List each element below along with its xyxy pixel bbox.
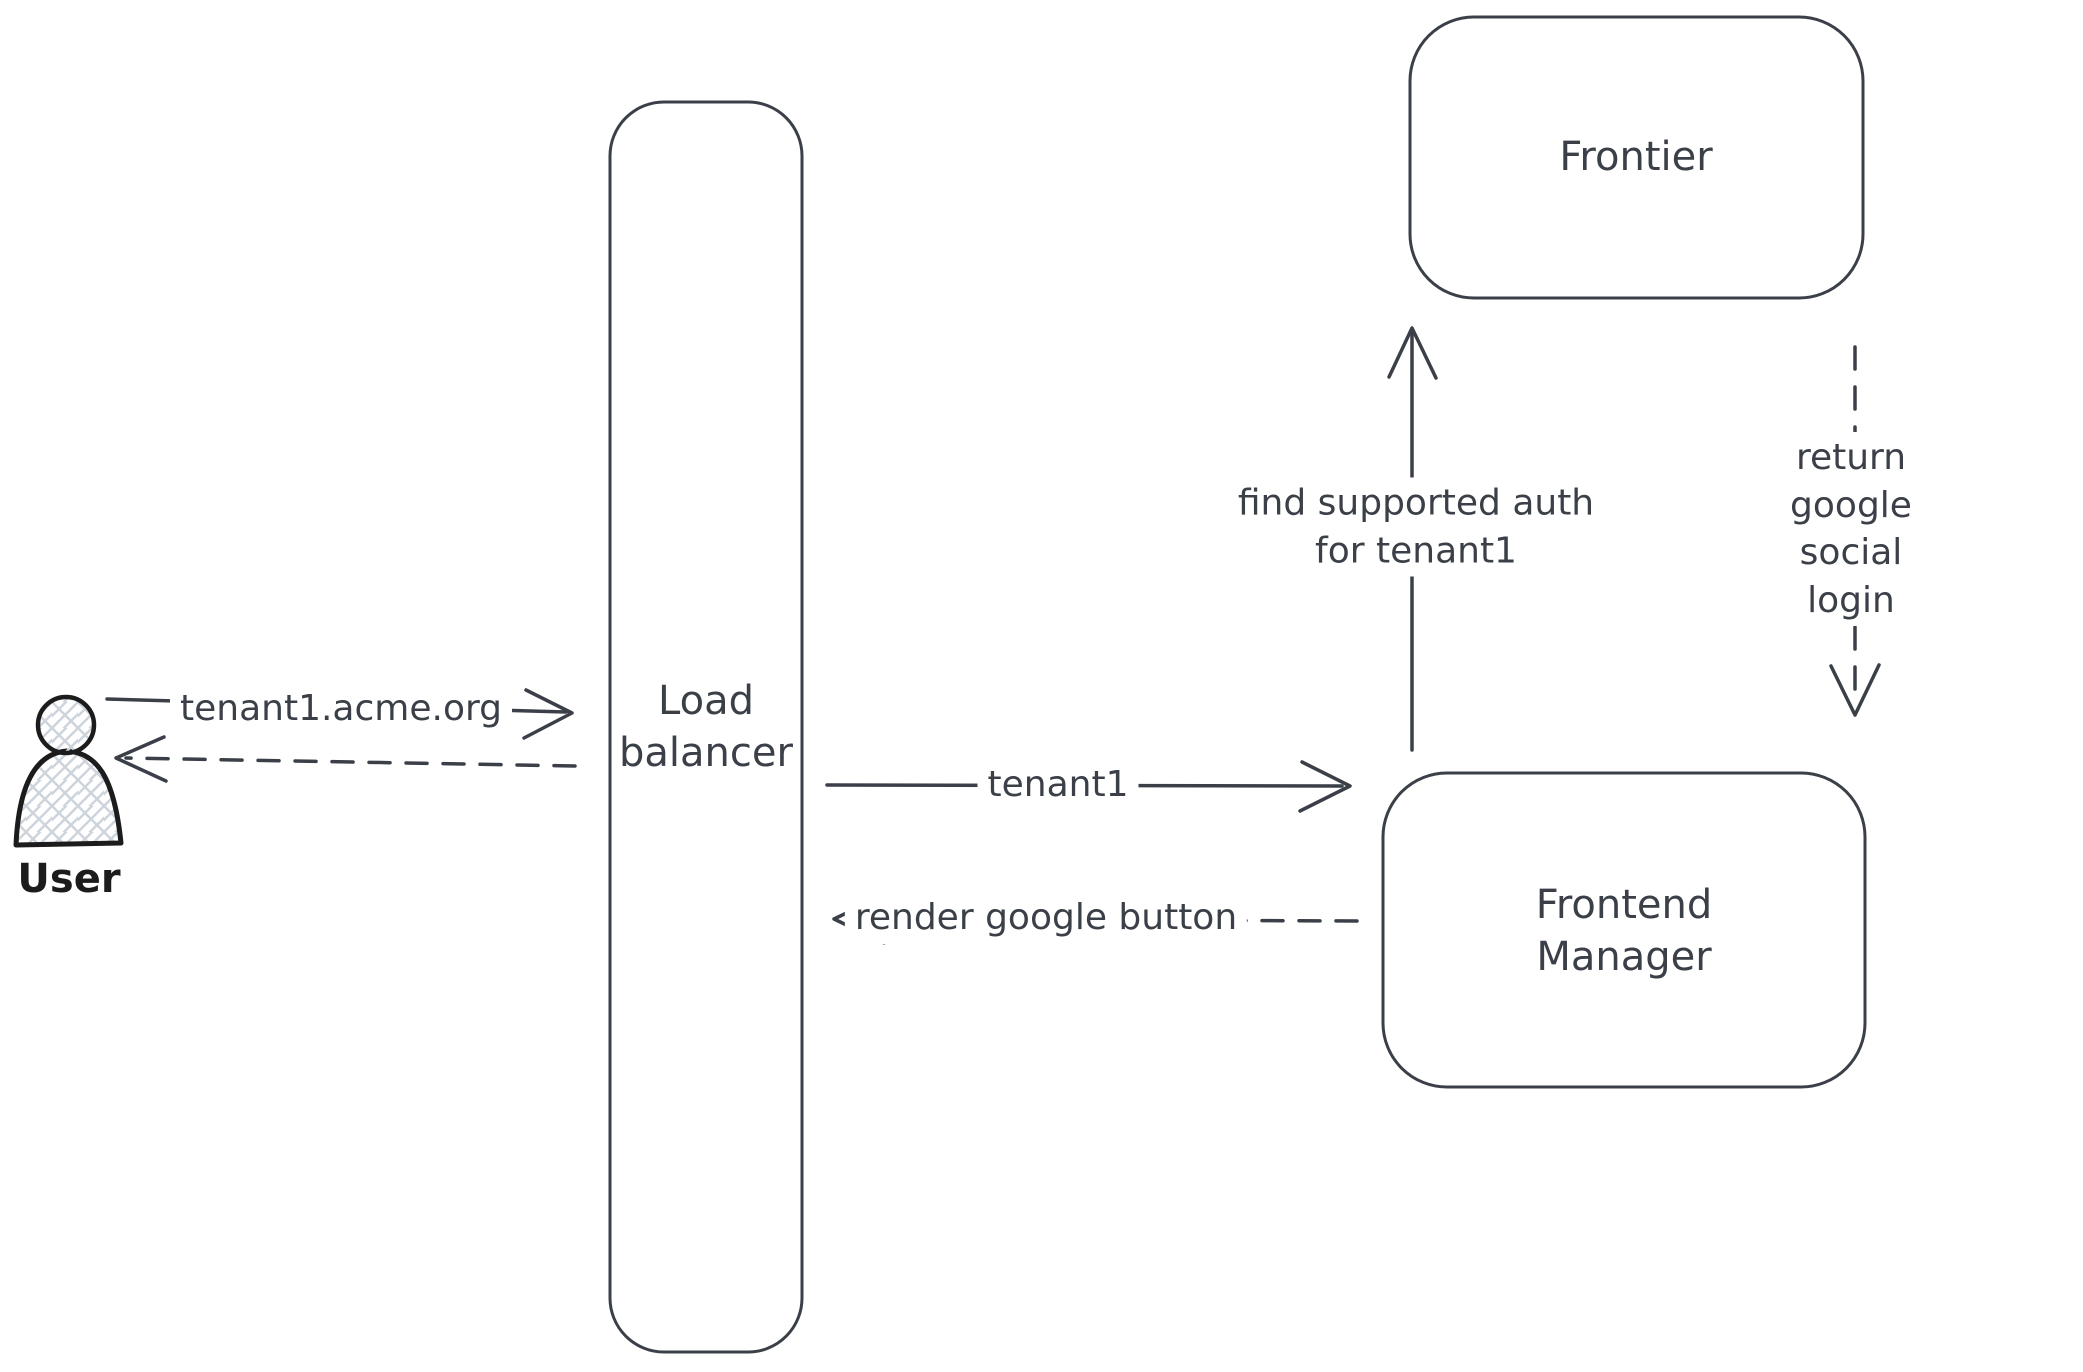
frontend-manager-node <box>1381 771 1867 1089</box>
arrowhead-right-icon <box>1298 760 1352 813</box>
edge-label-tenant1-acme-org: tenant1.acme.org <box>170 683 512 735</box>
edge-label-render-google-button: render google button <box>844 892 1248 944</box>
arrowhead-down-icon <box>1829 663 1881 717</box>
frontier-label: Frontier <box>1559 134 1713 180</box>
edge-label-return-google-social-login: return google social login <box>1735 431 1967 627</box>
user-icon <box>13 694 124 848</box>
frontier-node <box>1408 15 1865 300</box>
user-label: User <box>17 856 121 902</box>
arrow-load-balancer-to-user <box>114 735 577 783</box>
arrowhead-right-icon <box>522 688 574 740</box>
edge-label-tenant1: tenant1 <box>977 759 1139 811</box>
load-balancer-node <box>608 100 804 1354</box>
edge-label-find-supported-auth: find supported auth for tenant1 <box>1227 477 1605 577</box>
frontend-manager-label: Frontend Manager <box>1535 882 1713 980</box>
arrowhead-up-icon <box>1387 326 1438 380</box>
arrowhead-left-icon <box>114 735 168 783</box>
load-balancer-label: Load balancer <box>619 678 793 776</box>
